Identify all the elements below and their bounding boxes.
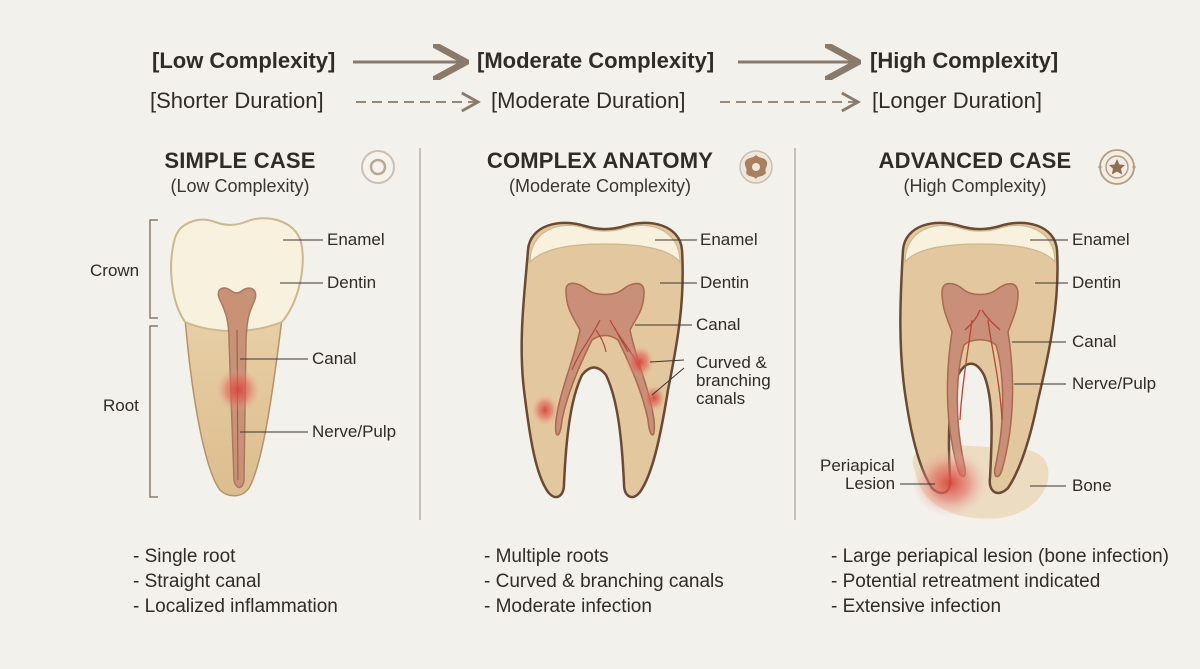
list-item: - Straight canal — [133, 571, 261, 592]
advanced-case-title: ADVANCED CASE — [878, 148, 1072, 173]
root-label: Root — [103, 396, 139, 415]
star-icon — [1098, 149, 1136, 185]
advanced-canal-label: Canal — [1072, 332, 1117, 351]
complex-enamel — [529, 224, 681, 264]
longer-duration-label: [Longer Duration] — [872, 88, 1042, 113]
advanced-case-subtitle: (High Complexity) — [903, 176, 1047, 196]
simple-tooth — [149, 217, 323, 498]
advanced-lesion-label-1: Periapical — [820, 456, 895, 475]
complex-inflammation-2 — [532, 395, 558, 425]
advanced-enamel — [904, 224, 1056, 264]
complex-curved-label-1: Curved & — [696, 353, 767, 372]
list-item: - Multiple roots — [484, 546, 609, 567]
crown-label: Crown — [90, 261, 140, 280]
simple-crown — [170, 217, 304, 332]
complex-case-title: COMPLEX ANATOMY — [486, 148, 714, 173]
advanced-lesion — [912, 449, 988, 517]
simple-canal-label: Canal — [312, 349, 357, 368]
moderate-complexity-label: [Moderate Complexity] — [477, 48, 715, 73]
high-complexity-label: [High Complexity] — [870, 48, 1059, 73]
complex-case-subtitle: (Moderate Complexity) — [508, 176, 692, 196]
simple-case-subtitle: (Low Complexity) — [170, 176, 310, 196]
ring-icon — [361, 150, 395, 184]
low-complexity-label: [Low Complexity] — [152, 48, 336, 73]
list-item: - Curved & branching canals — [484, 571, 724, 592]
leader-complex-curved — [649, 359, 685, 396]
simple-nerve-label: Nerve/Pulp — [312, 422, 397, 441]
advanced-bone-label: Bone — [1072, 476, 1112, 495]
complex-branch-canals — [571, 319, 641, 371]
list-item: - Localized inflammation — [133, 596, 338, 617]
crown-bracket — [149, 219, 158, 319]
advanced-lesion-label-2: Lesion — [845, 474, 896, 493]
advanced-nerve-label: Nerve/Pulp — [1072, 374, 1157, 393]
complex-body — [520, 221, 684, 499]
root-bracket — [149, 325, 158, 498]
simple-dentin-label: Dentin — [327, 273, 377, 292]
simple-enamel-label: Enamel — [327, 230, 385, 249]
complex-enamel-label: Enamel — [700, 230, 758, 249]
list-item: - Large periapical lesion (bone infectio… — [831, 546, 1169, 567]
complex-dentin-label: Dentin — [700, 273, 750, 292]
list-item: - Extensive infection — [831, 596, 1002, 617]
simple-inflammation — [216, 368, 260, 412]
complex-curved-label-2: branching — [696, 371, 771, 390]
advanced-nerve — [959, 309, 1003, 421]
advanced-enamel-label: Enamel — [1072, 230, 1130, 249]
complex-tooth — [520, 221, 697, 499]
complex-bullets: - Multiple roots - Curved & branching ca… — [484, 544, 724, 619]
simple-bullets: - Single root - Straight canal - Localiz… — [133, 544, 338, 619]
list-item: - Moderate infection — [484, 596, 652, 617]
simple-case-title: SIMPLE CASE — [164, 148, 316, 173]
complex-inflammation-3 — [643, 385, 665, 411]
advanced-bullets: - Large periapical lesion (bone infectio… — [831, 544, 1169, 619]
moderate-duration-label: [Moderate Duration] — [491, 88, 686, 113]
advanced-dentin-label: Dentin — [1072, 273, 1122, 292]
list-item: - Single root — [133, 546, 236, 567]
complex-canal-label: Canal — [696, 315, 741, 334]
list-item: - Potential retreatment indicated — [831, 571, 1101, 592]
complex-pulp — [554, 282, 656, 436]
flower-icon — [739, 150, 773, 184]
complex-curved-label-3: canals — [696, 389, 746, 408]
advanced-tooth — [899, 221, 1068, 519]
complex-inflammation-1 — [626, 346, 654, 378]
shorter-duration-label: [Shorter Duration] — [150, 88, 324, 113]
